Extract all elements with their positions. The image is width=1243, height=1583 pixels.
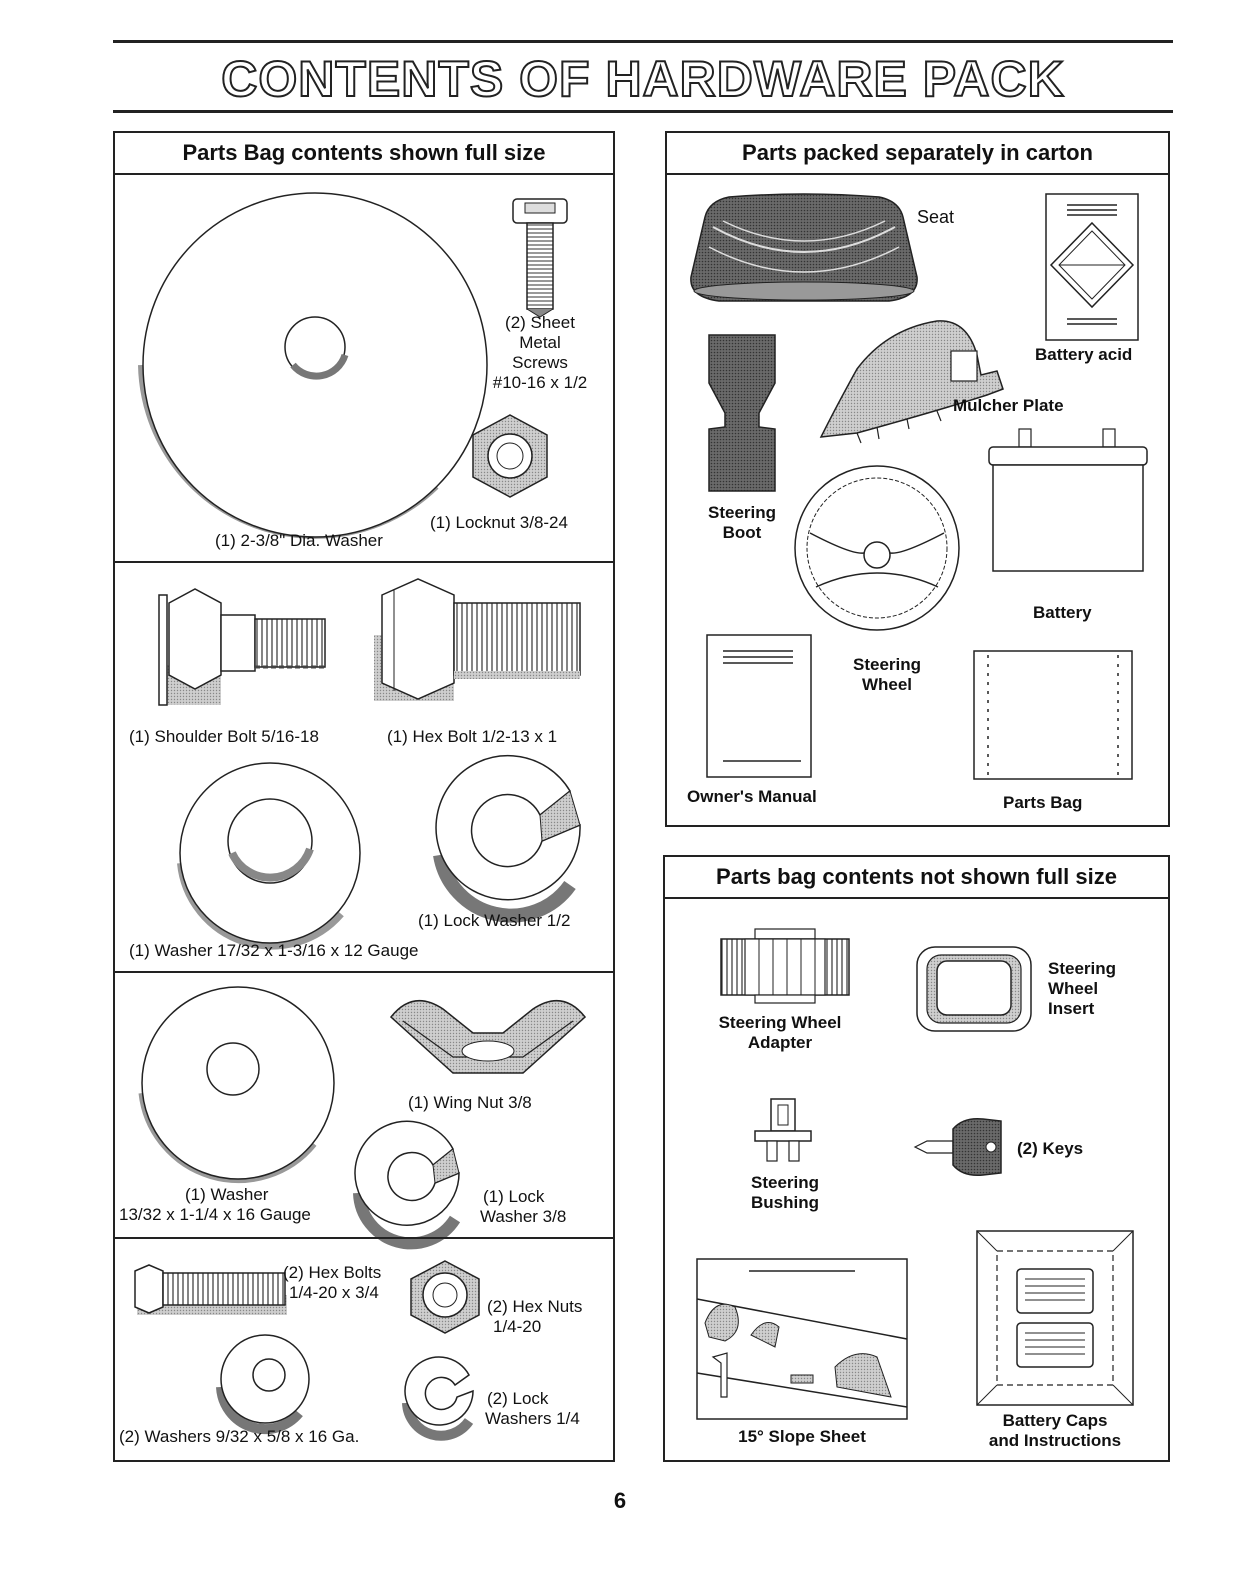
washer-9-32-illustration [216, 1334, 310, 1435]
sheet-metal-screw-illustration [512, 198, 568, 318]
large-washer-illustration [138, 192, 488, 539]
slope-sheet-illustration [696, 1258, 908, 1420]
owners-manual-label: Owner's Manual [687, 787, 817, 806]
steering-wheel-insert-illustration [916, 946, 1032, 1032]
lock-washer-half-label: (1) Lock Washer 1/2 [418, 911, 571, 930]
lock-washers-quarter-label: (2) Lock Washers 1/4 [485, 1389, 580, 1428]
lock-washer-quarter-illustration [402, 1356, 474, 1441]
keys-label: (2) Keys [1017, 1139, 1084, 1158]
section-divider [115, 1237, 613, 1239]
mulcher-plate-label: Mulcher Plate [953, 396, 1064, 415]
section-divider [115, 971, 613, 973]
top-rule [113, 40, 1173, 43]
key-illustration [913, 1117, 1002, 1177]
sheet-metal-screws-label: (2) Sheet Metal Screws #10-16 x 1/2 [492, 313, 588, 392]
parts-bag-label: Parts Bag [1003, 793, 1083, 812]
title-underline [113, 110, 1173, 113]
slope-sheet-label: 15° Slope Sheet [738, 1427, 866, 1446]
carton-parts-panel: Parts packed separately in carton Seat B… [665, 131, 1170, 827]
steering-bushing-label: Steering Bushing [750, 1173, 820, 1212]
seat-label: Seat [917, 207, 955, 227]
washer-13-32-label: (1) Washer 13/32 x 1-1/4 x 16 Gauge [119, 1185, 311, 1224]
steering-wheel-label: Steering Wheel [852, 655, 922, 694]
lock-washer-3-8-illustration [353, 1120, 461, 1250]
shoulder-bolt-label: (1) Shoulder Bolt 5/16-18 [129, 727, 319, 746]
panel-header: Parts Bag contents shown full size [115, 133, 613, 175]
panel-header: Parts packed separately in carton [667, 133, 1168, 175]
lock-washer-3-8-label: (1) Lock Washer 3/8 [480, 1187, 567, 1226]
steering-wheel-insert-label: Steering Wheel Insert [1048, 959, 1117, 1018]
locknut-illustration [472, 414, 548, 498]
washers-9-32-label: (2) Washers 9/32 x 5/8 x 16 Ga. [119, 1427, 360, 1446]
steering-wheel-adapter-label: Steering Wheel Adapter [718, 1013, 842, 1052]
page-title: CONTENTS OF HARDWARE PACK [220, 51, 1065, 107]
steering-bushing-illustration [754, 1098, 812, 1162]
hex-bolt-illustration [374, 578, 581, 701]
hex-bolts-quarter-label: (2) Hex Bolts 1/4-20 x 3/4 [283, 1263, 382, 1302]
hex-bolts-quarter-illustration [134, 1264, 287, 1315]
hex-bolt-label: (1) Hex Bolt 1/2-13 x 1 [387, 727, 558, 746]
owners-manual-illustration [706, 634, 812, 778]
washer-17-32-illustration [177, 762, 361, 950]
hex-nuts-quarter-label: (2) Hex Nuts 1/4-20 [487, 1297, 583, 1336]
battery-caps-label: Battery Caps and Instructions [988, 1411, 1122, 1450]
battery-acid-label: Battery acid [1035, 345, 1133, 364]
battery-illustration [988, 428, 1148, 572]
washer-17-32-label: (1) Washer 17/32 x 1-3/16 x 12 Gauge [129, 941, 419, 960]
steering-wheel-illustration [794, 465, 960, 631]
locknut-label: (1) Locknut 3/8-24 [430, 513, 568, 532]
hex-nut-quarter-illustration [410, 1260, 480, 1334]
steering-boot-illustration [708, 334, 776, 492]
wing-nut-label: (1) Wing Nut 3/8 [408, 1093, 532, 1112]
battery-acid-illustration [1045, 193, 1139, 341]
steering-boot-label: Steering Boot [707, 503, 777, 542]
large-washer-label: (1) 2-3/8" Dia. Washer [215, 531, 383, 550]
page-number: 6 [613, 1488, 627, 1513]
battery-label: Battery [1033, 603, 1092, 622]
wing-nut-illustration [389, 999, 587, 1074]
lock-washer-half-illustration [433, 755, 581, 923]
parts-bag-not-full-size-panel: Parts bag contents not shown full size S… [663, 855, 1170, 1462]
steering-wheel-adapter-illustration [720, 928, 850, 1004]
parts-bag-illustration [973, 650, 1133, 780]
seat-illustration [690, 193, 918, 302]
panel-header: Parts bag contents not shown full size [665, 857, 1168, 899]
washer-13-32-illustration [138, 986, 335, 1183]
section-divider [115, 561, 613, 563]
mulcher-plate-illustration [819, 320, 1004, 444]
battery-caps-illustration [976, 1230, 1134, 1406]
shoulder-bolt-illustration [158, 588, 326, 706]
parts-bag-full-size-panel: Parts Bag contents shown full size (2) S… [113, 131, 615, 1462]
